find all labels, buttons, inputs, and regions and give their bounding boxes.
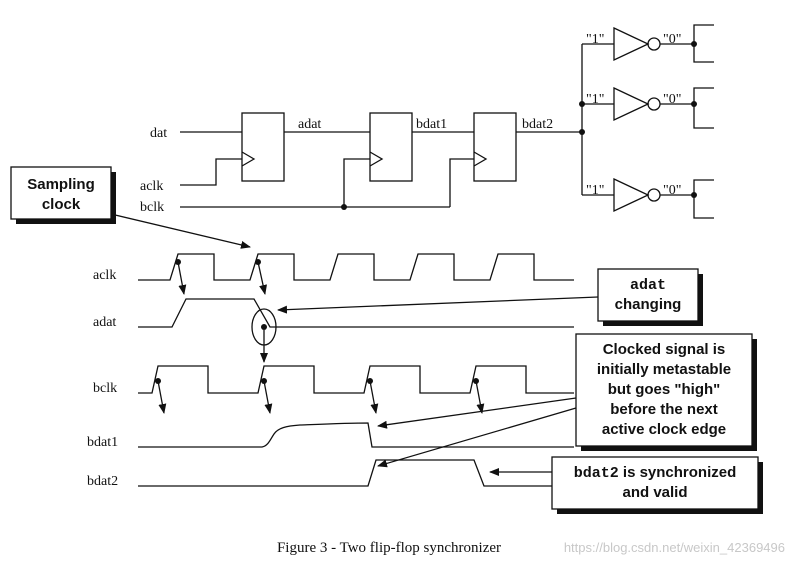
edge-arrow: [263, 380, 273, 414]
timing-diagram: aclk adat bclk bdat1 bdat2: [87, 253, 574, 489]
callout-adat-changing: adat changing: [277, 268, 703, 326]
callout-arrow: [377, 407, 577, 468]
callout-sampling-clock: Sampling clock: [10, 166, 251, 249]
callout-adat-code: adat: [630, 277, 666, 294]
aclk-waveform: [138, 253, 574, 281]
inverter-bubble: [647, 97, 661, 111]
label-dat: dat: [150, 126, 167, 141]
flip-flop-3: [473, 112, 517, 182]
callout-metastable-line1: Clocked signal is: [603, 341, 726, 358]
edge-arrow: [177, 261, 187, 295]
logic-one-label: "1": [586, 32, 604, 47]
inverter-1: [613, 26, 650, 62]
label-bdat2: bdat2: [522, 117, 553, 132]
callout-sync-line1: bdat2 is synchronized: [574, 464, 737, 482]
logic-one-label: "1": [586, 92, 604, 107]
bclk-to-ff3: [449, 158, 474, 207]
logic-zero-label: "0": [663, 183, 681, 198]
logic-zero-label: "0": [663, 32, 681, 47]
adat-waveform: [138, 298, 574, 328]
callout-metastable: Clocked signal is initially metastable b…: [377, 333, 757, 468]
callout-sync-line2: and valid: [622, 484, 687, 501]
inverter-bubble: [647, 188, 661, 202]
callout-arrow: [110, 213, 251, 249]
junction-dot: [341, 204, 347, 210]
timing-label-adat: adat: [93, 315, 116, 330]
label-bclk: bclk: [140, 200, 164, 215]
callout-synchronized: bdat2 is synchronized and valid: [489, 456, 763, 514]
bclk-waveform: [138, 365, 574, 394]
callout-metastable-line5: active clock edge: [602, 421, 726, 438]
callout-adat-text: changing: [615, 296, 682, 313]
callout-arrow: [377, 397, 577, 429]
inverter-2: [613, 86, 650, 122]
aclk-wire: [180, 158, 242, 186]
callout-sync-code: bdat2: [574, 465, 619, 482]
timing-label-bclk: bclk: [93, 381, 117, 396]
logic-zero-label: "0": [663, 92, 681, 107]
clock-triangle-1: [241, 151, 256, 167]
label-adat: adat: [298, 117, 321, 132]
label-bdat1: bdat1: [416, 117, 447, 132]
edge-arrow: [257, 261, 267, 295]
figure-caption: Figure 3 - Two flip-flop synchronizer: [277, 540, 501, 556]
bdat1-waveform: [138, 422, 574, 448]
timing-label-aclk: aclk: [93, 268, 116, 283]
callout-metastable-line2: initially metastable: [597, 361, 731, 378]
inverter-bubble: [647, 37, 661, 51]
edge-arrow: [157, 380, 167, 414]
flip-flop-1: [241, 112, 285, 182]
clock-triangle-3: [473, 151, 488, 167]
callout-metastable-line3: but goes "high": [608, 381, 721, 398]
timing-label-bdat2: bdat2: [87, 474, 118, 489]
clock-triangle-2: [369, 151, 384, 167]
callout-metastable-line4: before the next: [610, 401, 718, 418]
inverter-row-2: [582, 86, 714, 129]
bdat2-waveform: [138, 459, 574, 487]
inverter-row-3: [582, 177, 714, 219]
callout-arrow: [277, 296, 599, 314]
callout-sampling-line2: clock: [42, 196, 81, 213]
schematic: dat aclk bclk adat bdat1 bdat2 "1" "0" "…: [140, 24, 714, 219]
callout-sync-text1: is synchronized: [619, 464, 737, 481]
watermark: https://blog.csdn.net/weixin_42369496: [564, 540, 785, 555]
inverter-3: [613, 177, 650, 213]
inverter-row-1: [582, 24, 714, 63]
callout-sampling-line1: Sampling: [27, 176, 95, 193]
timing-label-bdat1: bdat1: [87, 435, 118, 450]
junction-dot: [579, 129, 585, 135]
edge-arrow: [369, 380, 379, 414]
bclk-to-ff2: [343, 158, 370, 207]
flip-flop-2: [369, 112, 413, 182]
label-aclk: aclk: [140, 179, 163, 194]
logic-one-label: "1": [586, 183, 604, 198]
edge-arrow: [475, 380, 485, 414]
